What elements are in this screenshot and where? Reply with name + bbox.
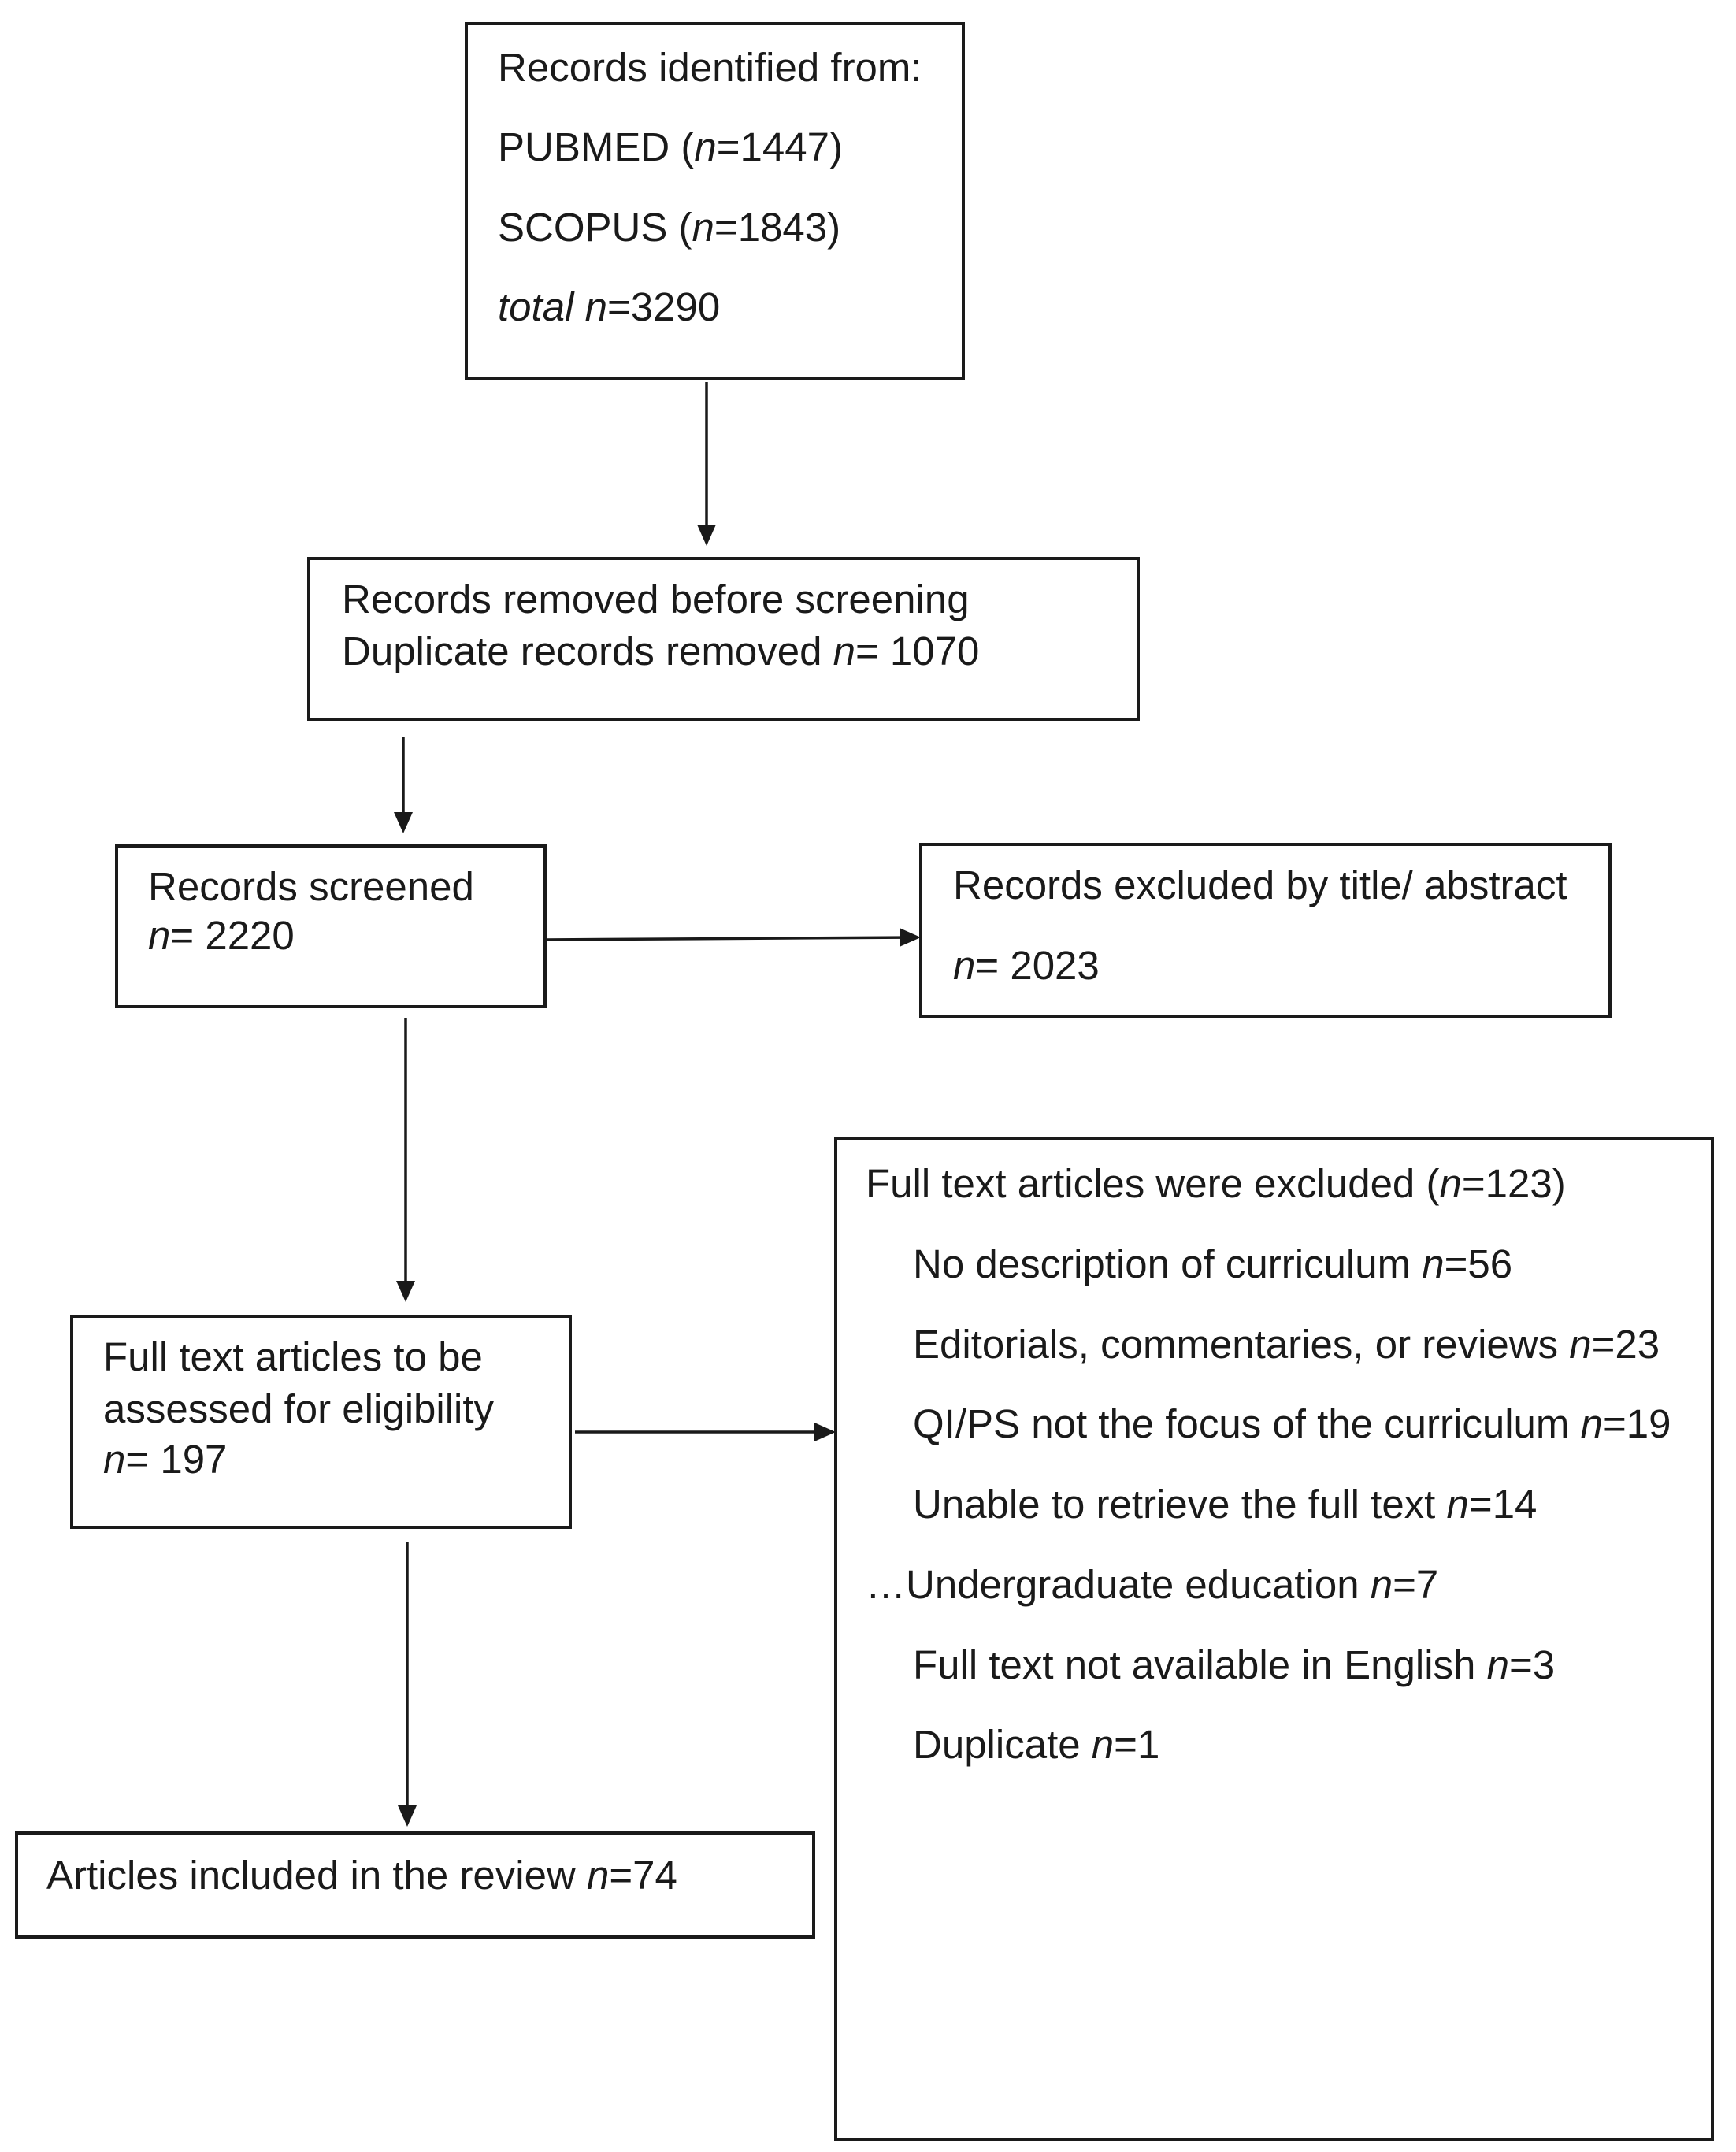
arrowhead-screened-to-fulltext: [396, 1281, 415, 1302]
included-label: Articles included in the review n=74: [46, 1853, 677, 1898]
fulltext-count: n= 197: [103, 1437, 228, 1482]
articles-included-box: Articles included in the review n=74: [15, 1831, 815, 1939]
arrowhead-removed-to-screened: [394, 812, 413, 833]
records-removed-box: Records removed before screening Duplica…: [307, 557, 1140, 721]
screened-count: n= 2220: [148, 913, 295, 958]
exclusion-reason-item: Editorials, commentaries, or reviews n=2…: [913, 1322, 1660, 1367]
exclusion-reason-item: QI/PS not the focus of the curriculum n=…: [913, 1401, 1671, 1446]
identified-heading: Records identified from:: [498, 45, 922, 90]
records-identified-box: Records identified from: PUBMED (n=1447)…: [465, 22, 965, 380]
exclusion-reason-item: Unable to retrieve the full text n=14: [913, 1482, 1538, 1527]
arrowhead-fulltext-to-included: [398, 1805, 417, 1827]
excluded-title-heading: Records excluded by title/ abstract: [953, 863, 1567, 907]
source-pubmed: PUBMED (n=1447): [498, 124, 843, 169]
records-screened-box: Records screened n= 2220: [115, 844, 547, 1008]
exclusion-reason-item: Duplicate n=1: [913, 1722, 1160, 1767]
fulltext-line2: assessed for eligibility: [103, 1386, 495, 1431]
fulltext-excluded-box: Full text articles were excluded (n=123)…: [834, 1137, 1714, 2141]
exclusion-reason-item: …Undergraduate education n=7: [866, 1562, 1439, 1607]
source-scopus: SCOPUS (n=1843): [498, 205, 841, 250]
removed-heading: Records removed before screening: [342, 577, 970, 621]
arrow-screened-to-excluded: [544, 936, 917, 941]
arrowhead-identified-to-removed: [697, 525, 716, 546]
removed-duplicates: Duplicate records removed n= 1070: [342, 629, 980, 673]
fulltext-excluded-heading: Full text articles were excluded (n=123): [866, 1161, 1566, 1206]
fulltext-assessed-box: Full text articles to be assessed for el…: [70, 1315, 572, 1529]
fulltext-line1: Full text articles to be: [103, 1334, 483, 1379]
records-excluded-title-box: Records excluded by title/ abstract n= 2…: [919, 843, 1612, 1018]
exclusion-reason-item: No description of curriculum n=56: [913, 1241, 1513, 1286]
arrowhead-fulltext-to-excluded: [814, 1423, 836, 1441]
arrowhead-screened-to-excluded: [900, 928, 921, 947]
excluded-title-count: n= 2023: [953, 943, 1100, 988]
screened-heading: Records screened: [148, 864, 474, 909]
exclusion-reason-item: Full text not available in English n=3: [913, 1642, 1556, 1687]
identified-total: total n=3290: [498, 284, 721, 329]
